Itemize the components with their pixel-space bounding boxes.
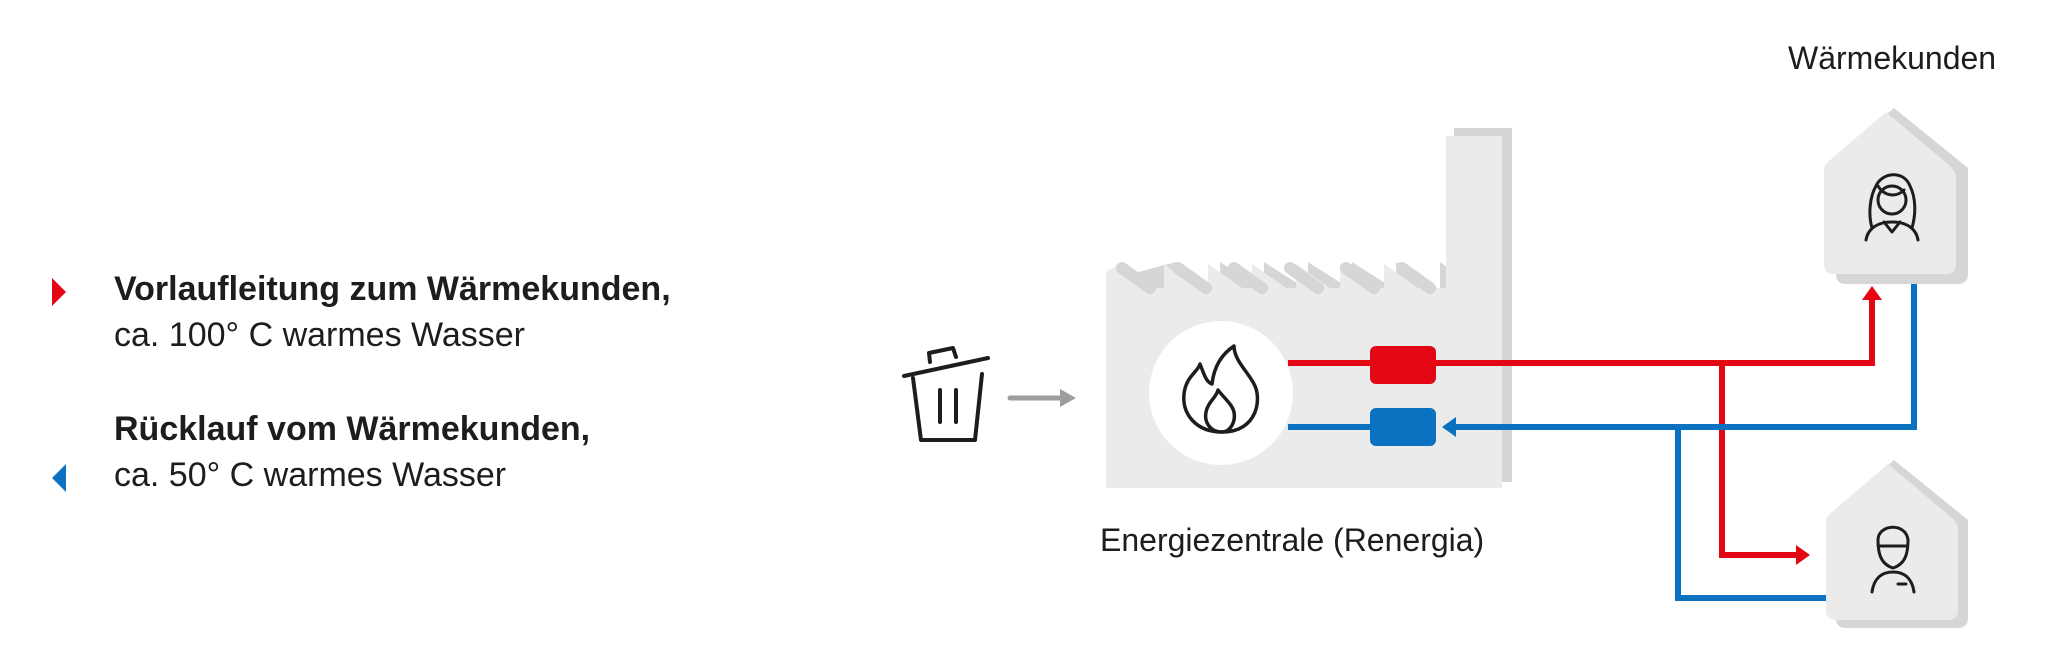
customer-house-2	[1826, 460, 1968, 628]
return-legend-detail: ca. 50° C warmes Wasser	[114, 456, 507, 494]
supply-arrow-right	[1796, 545, 1810, 565]
return-heat-exchanger	[1370, 408, 1436, 446]
plant-label: Energiezentrale (Renergia)	[1100, 522, 1485, 558]
customers-label: Wärmekunden	[1788, 40, 1997, 76]
trash-bin-icon	[902, 346, 990, 442]
return-arrow-left	[1442, 417, 1456, 437]
supply-legend-detail: ca. 100° C warmes Wasser	[114, 316, 526, 354]
input-arrow	[1007, 389, 1076, 407]
supply-marker-icon	[52, 278, 66, 306]
return-legend-title: Rücklauf vom Wärmekunden,	[114, 410, 591, 448]
man-avatar-icon	[1870, 525, 1916, 594]
supply-legend-title: Vorlaufleitung zum Wärmekunden,	[114, 270, 671, 308]
return-marker-icon	[52, 464, 66, 492]
fire-icon	[1182, 344, 1260, 434]
supply-arrow-up	[1862, 286, 1882, 300]
supply-heat-exchanger	[1370, 346, 1436, 384]
return-pipe	[1288, 272, 1917, 601]
woman-avatar-icon	[1864, 173, 1920, 242]
